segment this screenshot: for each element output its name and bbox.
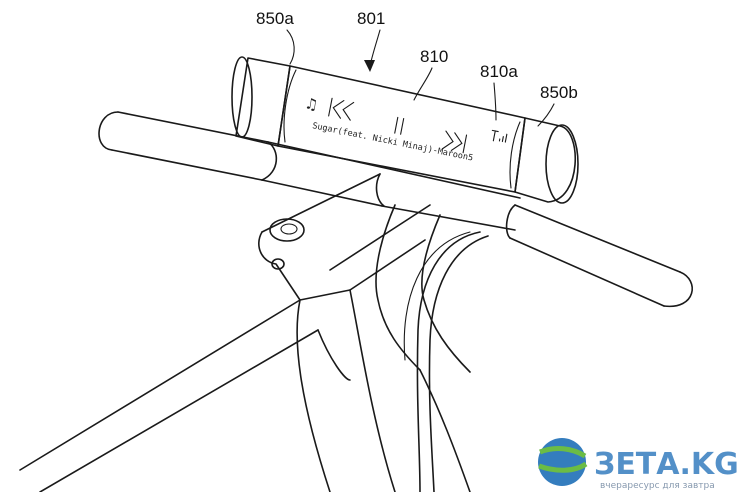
leader-810 — [413, 67, 433, 101]
handlebar-stem — [258, 173, 431, 301]
watermark-tagline: вчераресурс для завтра — [600, 481, 715, 491]
previous-track-icon[interactable] — [328, 97, 355, 121]
wearable-display-device — [231, 56, 579, 204]
arrow-801 — [364, 60, 375, 72]
label-810a: 810a — [480, 62, 518, 81]
watermark-brand: ЗЕТА.KG — [594, 447, 739, 482]
globe-logo-icon — [538, 438, 588, 486]
label-850a: 850a — [256, 9, 294, 28]
leader-850b — [537, 103, 555, 127]
label-850b: 850b — [540, 83, 578, 102]
signal-strength-icon — [491, 129, 508, 143]
reference-labels: 850a 801 810 810a 850b — [256, 9, 578, 127]
bicycle-frame — [19, 204, 471, 492]
brake-cables — [403, 231, 489, 492]
leader-810a — [493, 82, 497, 121]
label-810: 810 — [420, 47, 448, 66]
label-801: 801 — [357, 9, 385, 28]
display-screen: ♫ Sugar(feat. Nicki Minaj)-Maroon5 — [303, 94, 508, 164]
pause-icon[interactable] — [394, 116, 405, 135]
site-watermark: ЗЕТА.KG вчераресурс для завтра — [538, 438, 739, 491]
leader-850a — [286, 29, 295, 65]
music-note-icon: ♫ — [303, 94, 319, 114]
next-track-icon[interactable] — [441, 130, 468, 154]
